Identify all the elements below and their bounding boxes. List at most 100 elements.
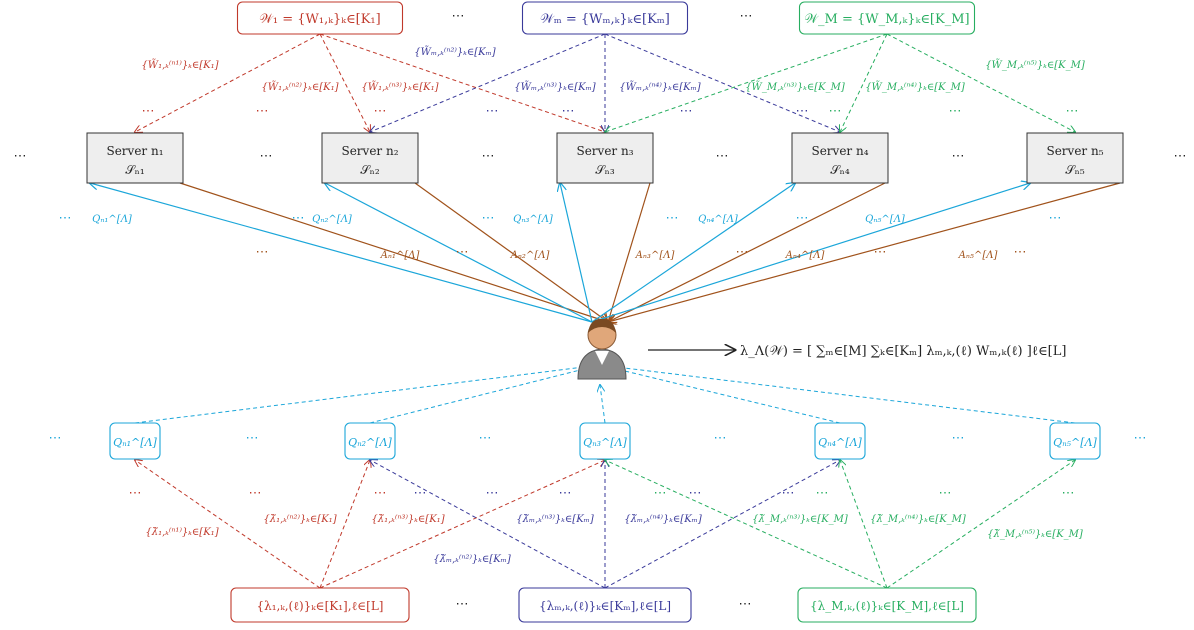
- ellipsis-43: ⋯: [689, 486, 702, 501]
- source-label-2: 𝒲ₘ = {Wₘ,ₖ}ₖ∈[Kₘ]: [540, 12, 670, 27]
- server-name-1: Server n₁: [106, 144, 163, 158]
- coef-edge-label-8: {λ̃_M,ₖ⁽ⁿ⁴⁾}ₖ∈[K_M]: [870, 514, 966, 525]
- ellipsis-28: ⋯: [874, 245, 887, 260]
- source-edge-label-4: {W̃ₘ,ₖ⁽ⁿ²⁾}ₖ∈[Kₘ]: [414, 46, 495, 58]
- ellipsis-8: ⋯: [1174, 149, 1187, 164]
- query-edge-label-4: Qₙ₄^[Λ]: [698, 214, 738, 225]
- ellipsis-47: ⋯: [1062, 486, 1075, 501]
- answer-edge-label-5: Aₙ₅^[Λ]: [958, 250, 998, 261]
- ellipsis-11: ⋯: [374, 104, 387, 119]
- source-edge-label-3: {W̃₁,ₖ⁽ⁿ³⁾}ₖ∈[K₁]: [361, 81, 438, 93]
- coef-edge-8: [840, 460, 888, 589]
- ellipsis-49: ⋯: [739, 597, 752, 612]
- server-box-1: [86, 132, 184, 184]
- query-box-edge-4: [600, 365, 841, 424]
- query-box-label-2: Qₙ₂^[Λ]: [348, 436, 392, 449]
- server-set-2: 𝒮ₙ₂: [360, 163, 379, 177]
- query-box-2: [344, 422, 396, 460]
- coef-box-2: [518, 587, 692, 623]
- server-box-5: [1026, 132, 1124, 184]
- query-box-5: [1049, 422, 1101, 460]
- coef-edge-4: [370, 460, 606, 589]
- query-box-label-4: Qₙ₄^[Λ]: [818, 436, 862, 449]
- source-edge-label-6: {W̃ₘ,ₖ⁽ⁿ⁴⁾}ₖ∈[Kₘ]: [619, 81, 700, 93]
- source-box-2: [521, 1, 689, 35]
- source-edge-label-5: {W̃ₘ,ₖ⁽ⁿ³⁾}ₖ∈[Kₘ]: [514, 81, 595, 93]
- nodes-layer: 𝒲₁ = {W₁,ₖ}ₖ∈[K₁] 𝒲ₘ = {Wₘ,ₖ}ₖ∈[Kₘ] 𝒲_M = …: [14, 1, 1187, 623]
- query-box-1: [109, 422, 161, 460]
- answer-edge-3: [608, 182, 651, 322]
- query-box-3: [579, 422, 631, 460]
- coef-label-1: {λ₁,ₖ,(ℓ)}ₖ∈[K₁],ℓ∈[L]: [257, 599, 384, 613]
- answer-edge-1: [179, 182, 608, 322]
- answer-edge-4: [608, 182, 886, 322]
- query-box-4: [814, 422, 866, 460]
- ellipsis-35: ⋯: [1134, 431, 1147, 446]
- answer-edge-label-1: Aₙ₁^[Λ]: [380, 250, 420, 261]
- server-set-3: 𝒮ₙ₃: [595, 163, 614, 177]
- coef-edge-label-9: {λ̃_M,ₖ⁽ⁿ⁵⁾}ₖ∈[K_M]: [987, 529, 1083, 540]
- coef-edge-6: [604, 460, 840, 589]
- ellipsis-24: ⋯: [1049, 211, 1062, 226]
- source-edge-3: [319, 33, 605, 132]
- ellipsis-9: ⋯: [142, 104, 155, 119]
- source-edge-label-8: {W̃_M,ₖ⁽ⁿ⁴⁾}ₖ∈[K_M]: [865, 81, 965, 93]
- ellipsis-16: ⋯: [829, 104, 842, 119]
- coef-box-3: [797, 587, 977, 623]
- server-name-3: Server n₃: [576, 144, 633, 158]
- ellipsis-19: ⋯: [59, 211, 72, 226]
- user-avatar-icon: [577, 318, 627, 380]
- query-box-label-1: Qₙ₁^[Λ]: [113, 436, 157, 449]
- ellipsis-48: ⋯: [456, 597, 469, 612]
- ellipsis-41: ⋯: [559, 486, 572, 501]
- coef-edge-3: [319, 460, 605, 589]
- output-formula: λ_Λ(𝒲) = [ ∑ₘ∈[M] ∑ₖ∈[Kₘ] λₘ,ₖ,(ℓ) Wₘ,ₖ(…: [740, 344, 1066, 359]
- source-edge-label-1: {W̃₁,ₖ⁽ⁿ¹⁾}ₖ∈[K₁]: [141, 59, 218, 71]
- ellipsis-3: ⋯: [14, 149, 27, 164]
- coef-label-3: {λ_M,ₖ,(ℓ)}ₖ∈[K_M],ℓ∈[L]: [810, 599, 964, 613]
- server-box-3: [556, 132, 654, 184]
- query-box-label-3: Qₙ₃^[Λ]: [583, 436, 627, 449]
- edge-labels-layer: {W̃₁,ₖ⁽ⁿ¹⁾}ₖ∈[K₁] {W̃₁,ₖ⁽ⁿ²⁾}ₖ∈[K₁] {W̃₁,ₖ…: [92, 46, 1085, 565]
- source-edge-6: [604, 33, 840, 132]
- coef-edge-1: [135, 460, 321, 589]
- ellipsis-31: ⋯: [246, 431, 259, 446]
- ellipsis-29: ⋯: [1014, 245, 1027, 260]
- server-name-4: Server n₄: [811, 144, 868, 158]
- server-name-2: Server n₂: [341, 144, 398, 158]
- server-box-4: [791, 132, 889, 184]
- query-box-edge-3: [600, 385, 606, 424]
- ellipsis-18: ⋯: [1066, 104, 1079, 119]
- ellipsis-34: ⋯: [952, 431, 965, 446]
- query-box-edge-2: [369, 365, 600, 424]
- coef-edge-2: [319, 460, 370, 589]
- ellipsis-14: ⋯: [680, 104, 693, 119]
- ellipsis-27: ⋯: [736, 245, 749, 260]
- ellipsis-10: ⋯: [256, 104, 269, 119]
- ellipsis-4: ⋯: [260, 149, 273, 164]
- query-box-edge-1: [134, 365, 600, 424]
- source-box-3: [798, 1, 976, 35]
- answer-edge-5: [608, 182, 1121, 322]
- server-name-5: Server n₅: [1046, 144, 1103, 158]
- ellipsis-2: ⋯: [740, 9, 753, 24]
- ellipsis-36: ⋯: [129, 486, 142, 501]
- query-edge-3: [560, 183, 593, 323]
- source-box-1: [236, 1, 404, 35]
- source-label-3: 𝒲_M = {W_M,ₖ}ₖ∈[K_M]: [804, 12, 969, 27]
- coef-box-1: [230, 587, 410, 623]
- server-set-1: 𝒮ₙ₁: [125, 163, 144, 177]
- ellipsis-45: ⋯: [816, 486, 829, 501]
- source-edge-7: [605, 33, 888, 132]
- ellipsis-44: ⋯: [782, 486, 795, 501]
- ellipsis-7: ⋯: [952, 149, 965, 164]
- coef-label-2: {λₘ,ₖ,(ℓ)}ₖ∈[Kₘ],ℓ∈[L]: [539, 599, 671, 613]
- source-edge-label-2: {W̃₁,ₖ⁽ⁿ²⁾}ₖ∈[K₁]: [261, 81, 338, 93]
- ellipsis-26: ⋯: [456, 245, 469, 260]
- ellipsis-33: ⋯: [714, 431, 727, 446]
- query-edge-1: [90, 183, 593, 323]
- server-box-2: [321, 132, 419, 184]
- query-edge-label-3: Qₙ₃^[Λ]: [513, 214, 553, 225]
- source-label-1: 𝒲₁ = {W₁,ₖ}ₖ∈[K₁]: [259, 12, 380, 27]
- answer-edge-2: [414, 182, 608, 322]
